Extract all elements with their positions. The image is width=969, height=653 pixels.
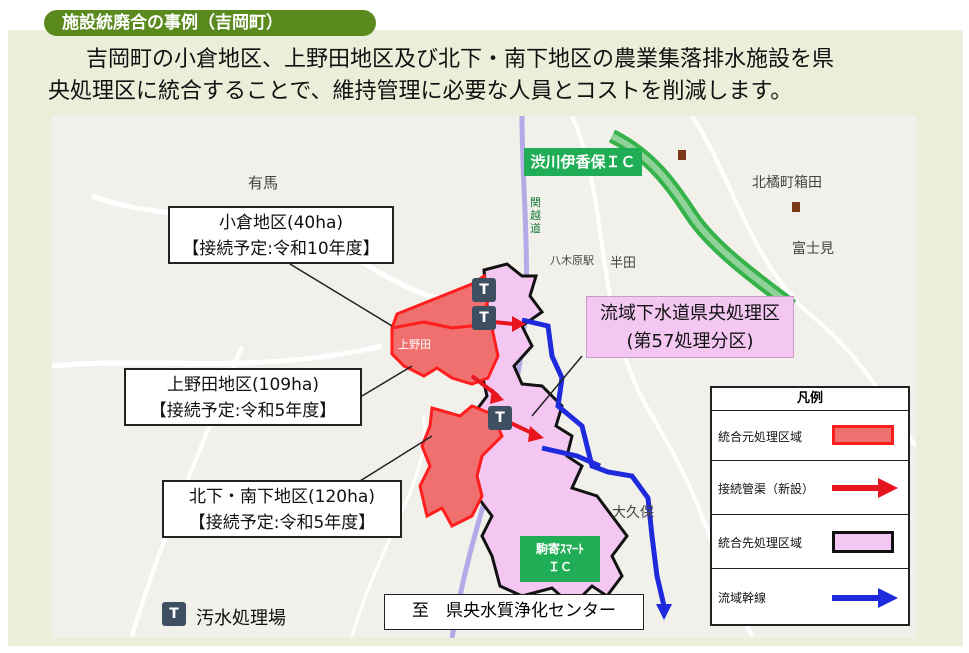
source-area-uenoda — [390, 320, 500, 386]
legend-swatch-pipe — [832, 478, 898, 498]
central-name: 流域下水道県央処理区 — [600, 303, 780, 324]
intro-line-1: 吉岡町の小倉地区、上野田地区及び北下・南下地区の農業集落排水施設を県 — [86, 47, 835, 72]
place-handa: 半田 — [610, 256, 637, 271]
intro-text: 吉岡町の小倉地区、上野田地区及び北下・南下地区の農業集落排水施設を県 央処理区に… — [48, 44, 938, 108]
legend-label-pipe: 接続管渠（新設） — [718, 482, 815, 496]
new-pipe-arrowhead — [490, 388, 504, 404]
building-marker — [678, 150, 686, 160]
legend-row-target: 統合先処理区域 — [712, 514, 908, 569]
legend-swatch-target — [832, 531, 894, 553]
source-area-kitashita — [418, 404, 504, 528]
legend-row-trunk: 流域幹線 — [712, 568, 908, 625]
treatment-plant-ogura: T — [472, 278, 496, 302]
place-kitahashi: 北橘町箱田 — [752, 175, 822, 191]
treatment-legend-label: 汚水処理場 — [196, 608, 286, 629]
place-yagihara: 八木原駅 — [550, 254, 594, 267]
legend-row-pipe: 接続管渠（新設） — [712, 460, 908, 515]
new-pipe-arrowhead — [512, 316, 526, 332]
leader-line-central — [531, 355, 583, 417]
treatment-plant-uenoda: T — [472, 306, 496, 330]
place-uenoda-small: 上野田 — [398, 338, 431, 351]
legend-box: 凡例 統合元処理区域 接続管渠（新設） 統合先処理区域 流域幹線 — [710, 386, 910, 626]
treatment-plant-kitashita: T — [488, 406, 512, 430]
legend-label-source: 統合元処理区域 — [718, 430, 803, 444]
komayose-ic-line2: ＩＣ — [547, 560, 572, 574]
shibukawa-ic-badge: 渋川伊香保ＩＣ — [524, 148, 642, 176]
place-kanetsu: 関越道 — [530, 196, 541, 235]
legend-pipe-arrowhead — [878, 478, 898, 498]
building-marker — [792, 202, 800, 212]
kitashita-plan: 【接続予定:令和5年度】 — [188, 513, 376, 533]
uenoda-plan: 【接続予定:令和5年度】 — [149, 401, 337, 421]
place-ookubo: 大久保 — [612, 505, 654, 521]
ogura-plan: 【接続予定:令和10年度】 — [182, 239, 380, 259]
new-pipe-arrowhead — [528, 426, 544, 442]
legend-label-trunk: 流域幹線 — [718, 591, 767, 605]
leader-line-uenoda — [361, 365, 413, 397]
road-line — [52, 343, 383, 369]
komayose-ic-badge: 駒寄ｽﾏｰﾄ ＩＣ — [520, 536, 600, 582]
leader-line-kitashita — [351, 435, 433, 487]
central-sub: (第57処理分区) — [626, 331, 754, 352]
trunk-line-branch — [541, 445, 601, 469]
uenoda-name: 上野田地区(109ha) — [167, 375, 319, 395]
label-kitashita: 北下・南下地区(120ha) 【接続予定:令和5年度】 — [162, 480, 402, 538]
place-fujimi: 富士見 — [792, 241, 834, 257]
river-inner — [610, 133, 794, 309]
legend-row-source: 統合元処理区域 — [712, 410, 908, 461]
legend-swatch-source — [832, 425, 894, 445]
map-drawing — [52, 116, 916, 638]
legend-trunk-arrowhead — [878, 588, 898, 608]
label-central: 流域下水道県央処理区 (第57処理分区) — [586, 296, 794, 358]
treatment-legend-marker: T — [162, 602, 186, 626]
legend-title: 凡例 — [796, 391, 823, 406]
komayose-ic-line1: 駒寄ｽﾏｰﾄ — [535, 542, 584, 556]
legend-label-target: 統合先処理区域 — [718, 536, 803, 550]
legend-swatch-trunk — [832, 588, 898, 608]
label-uenoda: 上野田地区(109ha) 【接続予定:令和5年度】 — [124, 368, 362, 426]
case-title-badge: 施設統廃合の事例（吉岡町） — [44, 10, 376, 36]
map-area: 有馬 北橘町箱田 富士見 八木原駅 半田 大久保 関越道 上野田 渋川伊香保ＩＣ… — [52, 116, 916, 638]
intro-line-2: 央処理区に統合することで、維持管理に必要な人員とコストを削減します。 — [48, 79, 793, 104]
destination-label: 至 県央水質浄化センター — [384, 594, 644, 630]
trunk-arrowhead — [656, 604, 672, 620]
place-arima: 有馬 — [248, 174, 279, 192]
label-ogura: 小倉地区(40ha) 【接続予定:令和10年度】 — [168, 206, 394, 264]
ogura-name: 小倉地区(40ha) — [218, 213, 344, 233]
trunk-line — [521, 317, 667, 607]
leader-line-ogura — [289, 263, 393, 327]
kitashita-name: 北下・南下地区(120ha) — [189, 487, 375, 507]
